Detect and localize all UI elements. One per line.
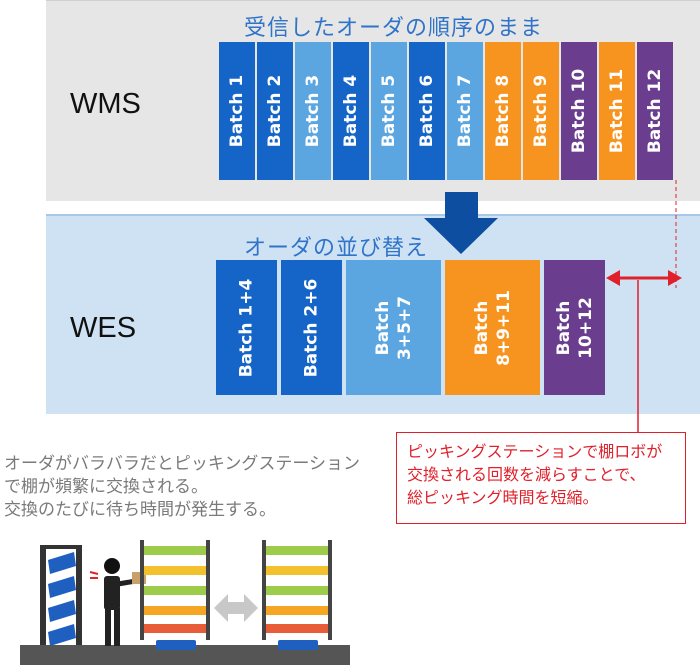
wms-batch-2: Batch 2 (257, 42, 293, 180)
floor-base (20, 645, 350, 665)
wms-batch-1: Batch 1 (219, 42, 255, 180)
wms-batch-3: Batch 3 (295, 42, 331, 180)
swap-arrow-icon (214, 594, 258, 622)
wms-batch-8: Batch 8 (485, 42, 521, 180)
worker-icon (89, 558, 146, 646)
wes-batch-5: Batch 10+12 (544, 260, 605, 395)
wms-batch-9: Batch 9 (523, 42, 559, 180)
problem-note: オーダがバラバラだとピッキングステーション で棚が頻繁に交換される。 交換のたび… (4, 454, 360, 520)
wes-title: オーダの並び替え (244, 236, 429, 261)
shelf-robot-icon (262, 540, 332, 650)
reduction-double-arrow-icon (606, 270, 682, 286)
wms-batch-7: Batch 7 (447, 42, 483, 180)
wes-batch-4: Batch 8+9+11 (445, 260, 540, 395)
wms-batch-5: Batch 5 (371, 42, 407, 180)
benefit-callout: ピッキングステーションで棚ロボが 交換される回数を減らすことで、 総ピッキング時… (396, 432, 686, 524)
wes-batch-2: Batch 2+6 (281, 260, 342, 395)
wms-label: WMS (70, 88, 141, 120)
down-arrow-icon (424, 192, 498, 254)
wms-batch-10: Batch 10 (561, 42, 597, 180)
wes-batch-1: Batch 1+4 (216, 260, 277, 395)
storage-rack-icon (40, 545, 82, 646)
wes-label: WES (70, 312, 137, 344)
wes-batch-3: Batch 3+5+7 (346, 260, 441, 395)
wms-batch-4: Batch 4 (333, 42, 369, 180)
wms-batch-12: Batch 12 (637, 42, 673, 180)
wms-batch-11: Batch 11 (599, 42, 635, 180)
shelf-robot-icon (140, 540, 210, 650)
wms-title: 受信したオーダの順序のまま (244, 16, 544, 41)
wms-batch-6: Batch 6 (409, 42, 445, 180)
